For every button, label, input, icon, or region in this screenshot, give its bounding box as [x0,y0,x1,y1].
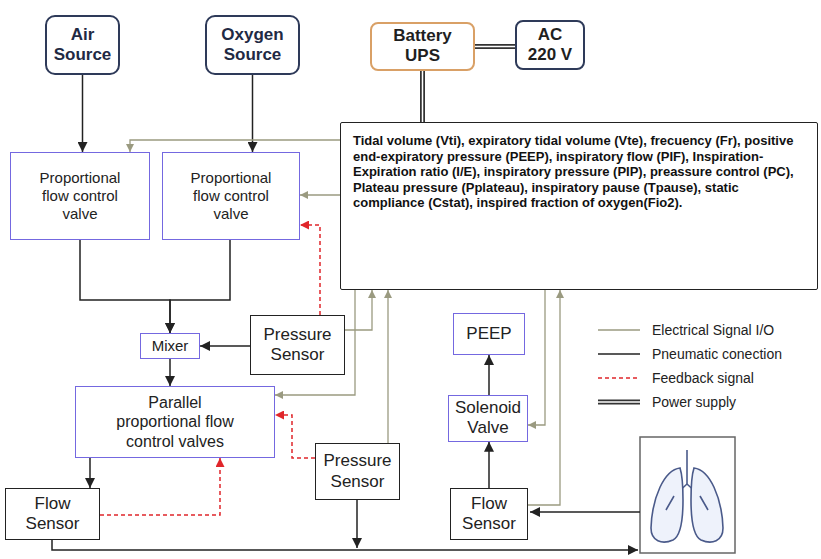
feedback-connector [275,415,315,458]
legend-item: Pneumatic conection [596,342,782,366]
source-box: Air Source [45,15,120,75]
pneumatic-line [356,500,358,548]
box-label: Parallel proportional flow control valve… [106,393,244,451]
power-connector [475,46,515,47]
box-label: PEEP [466,324,511,344]
sensor-box: Flow Sensor [5,488,100,540]
legend: Electrical Signal I/O Pneumatic conection… [596,318,782,414]
power-box: AC 220 V [515,20,585,70]
connector-core [422,71,424,122]
valve-box: Proportional flow control valve [162,152,300,240]
pneumatic-connector [82,75,83,152]
box-label: Proportional flow control valve [177,169,285,223]
connector-core [475,46,515,48]
lungs-icon [651,450,723,542]
box-label: Flow Sensor [12,494,93,535]
electrical-connector [388,290,389,443]
pneumatic-line [530,511,640,513]
pneumatic-line [52,540,638,550]
box-label: Flow Sensor [455,494,523,535]
sensor-box: Pressure Sensor [315,443,400,500]
legend-label: Feedback signal [652,370,754,386]
legend-label: Pneumatic conection [652,346,782,362]
electrical-connector [528,290,560,505]
box-label: AC 220 V [523,25,577,66]
parameter-panel: Tidal volume (Vti), expiratory tidal vol… [340,122,818,290]
box-label: Air Source [51,25,114,66]
legend-label: Power supply [652,394,736,410]
feedback-connector [300,225,320,315]
box-label: Mixer [152,337,189,355]
connector-path [488,442,490,488]
connector-path [300,194,340,195]
connector-path [80,240,170,333]
electrical-connector [300,195,340,196]
connector-path [345,290,372,330]
connector-path [100,458,220,515]
box-label: Pressure Sensor [257,325,338,366]
legend-item: Feedback signal [596,366,782,390]
connector-path [130,140,340,152]
connector-path [275,415,315,458]
legend-label: Electrical Signal I/O [652,322,774,338]
box-label: Battery UPS [380,26,465,67]
sensor-box: Flow Sensor [450,488,528,540]
connector-path [475,44,515,49]
pneumatic-connector [170,359,171,386]
sensor-box: Pressure Sensor [250,315,345,375]
electrical-connector [345,290,372,330]
connector-path [528,290,545,425]
source-box: Oxygen Source [205,15,300,75]
connector-path [169,359,171,386]
legend-sample [596,372,642,384]
pneumatic-connector [489,442,490,488]
connector-path [488,355,490,395]
patient-box [640,437,735,553]
mixer-box: Mixer [140,333,200,359]
legend-item: Power supply [596,390,782,414]
parameter-list: Tidal volume (Vti), expiratory tidal vol… [353,133,805,211]
connector-path [170,240,230,333]
legend-sample [596,396,642,408]
connector-path [528,290,560,505]
power-connector [422,71,423,122]
legend-item: Electrical Signal I/O [596,318,782,342]
valve-box: Solenoid Valve [448,395,528,442]
connector-path [200,345,250,347]
pneumatic-connector [80,240,170,333]
pneumatic-connector [489,355,490,395]
power-box: Battery UPS [370,22,475,71]
valve-box: Proportional flow control valve [10,152,150,240]
legend-sample [596,348,642,360]
connector-path [82,75,84,152]
box-label: Oxygen Source [211,25,294,66]
box-label: Pressure Sensor [320,451,395,492]
legend-sample [596,324,642,336]
box-label: Solenoid Valve [453,398,523,439]
pneumatic-connector [170,240,230,333]
connector-path [89,458,91,488]
valve-box: Parallel proportional flow control valve… [75,386,275,458]
box-label: Proportional flow control valve [25,169,135,223]
peep-box: PEEP [453,313,525,355]
electrical-connector [528,290,545,425]
connector-path [420,71,425,122]
connector-path [387,290,388,443]
feedback-connector [100,458,220,515]
connector-path [300,225,320,315]
pneumatic-connector [200,346,250,347]
electrical-connector [130,140,340,152]
pneumatic-connector [90,458,91,488]
